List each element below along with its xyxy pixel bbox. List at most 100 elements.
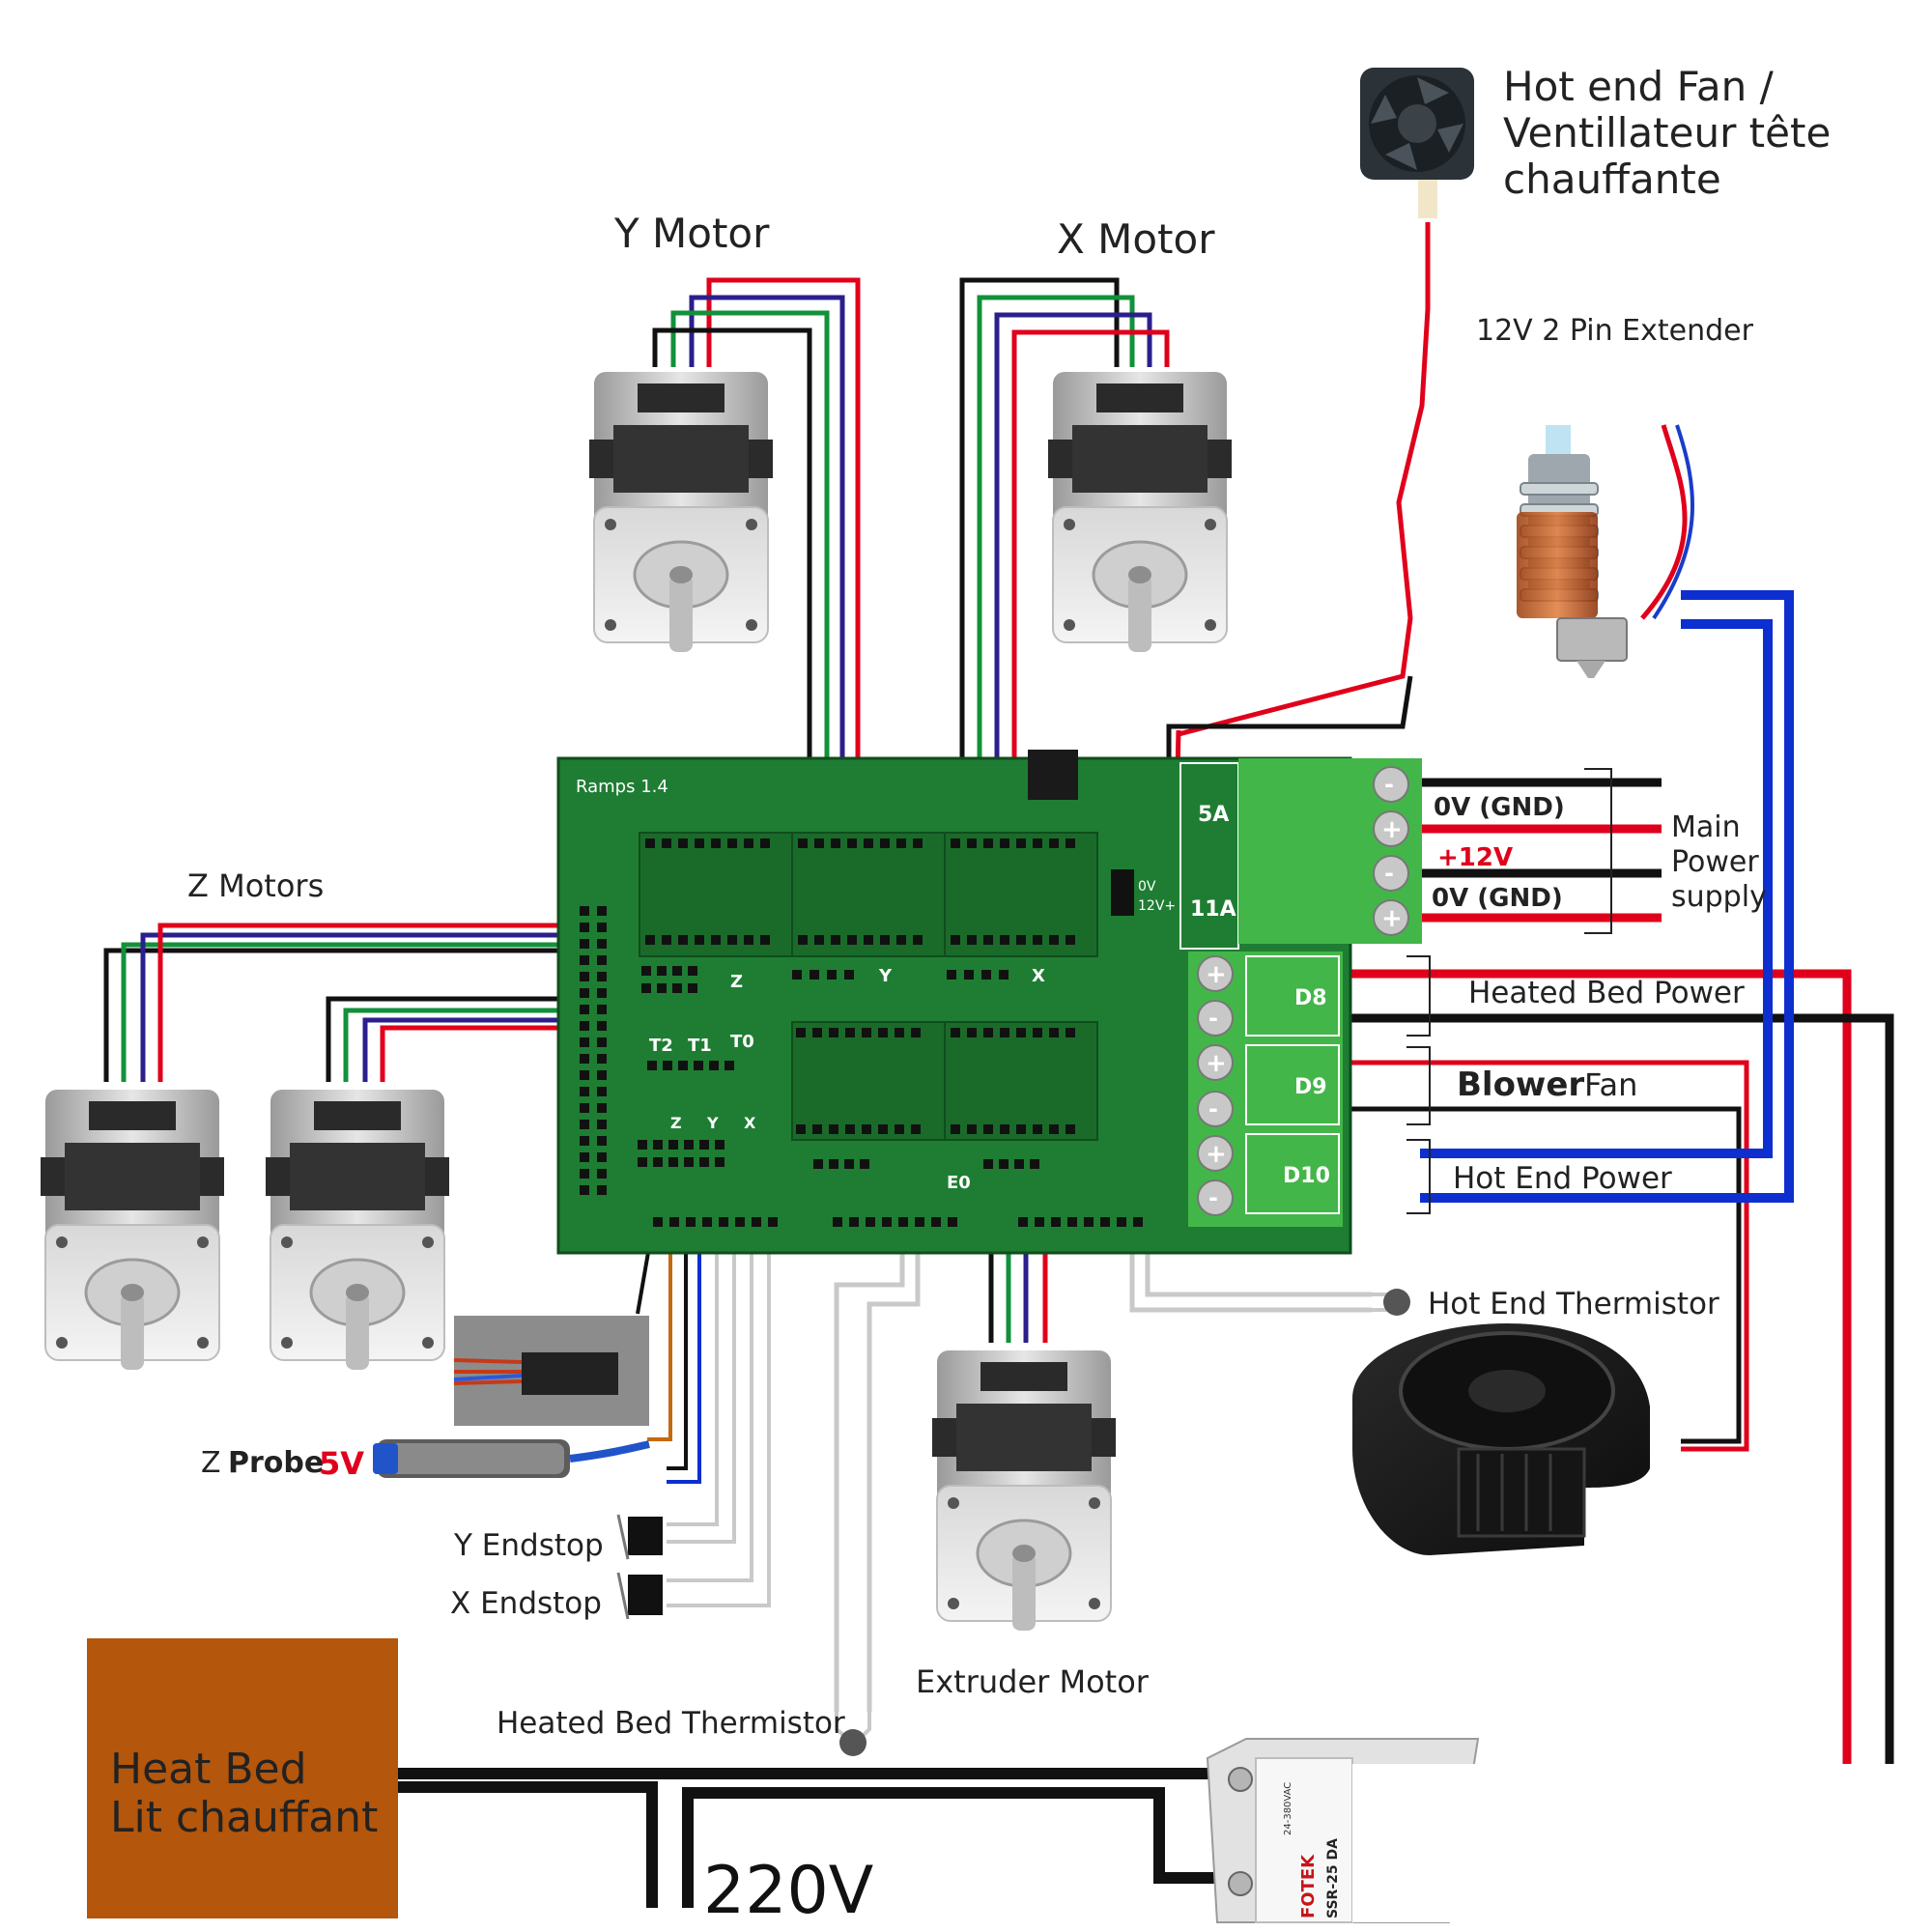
wire-y-green	[670, 310, 830, 985]
aux-header-pin	[597, 923, 607, 932]
fan-header	[1111, 869, 1134, 916]
main-power-label-2: Power	[1671, 845, 1759, 879]
thermistor-pin	[647, 1061, 657, 1070]
z-motor-right	[266, 1088, 449, 1372]
output-screws: + - + - + -	[1197, 955, 1234, 1216]
e0-connector-pin	[1030, 1159, 1039, 1169]
extruder-motor-label: Extruder Motor	[916, 1663, 1150, 1700]
wire-x-red	[1011, 329, 1170, 985]
pin-extender-label: 12V 2 Pin Extender	[1476, 314, 1754, 348]
driver-pin	[864, 935, 873, 945]
bottom-header-pin	[1084, 1217, 1094, 1227]
solid-state-relay: FOTEK SSR-25 DA 24-380VAC	[1206, 1738, 1922, 1923]
blower-label-bold: Blower	[1457, 1065, 1584, 1104]
driver-pin	[967, 1028, 977, 1037]
driver-pin	[951, 1124, 960, 1134]
bottom-header-pin	[752, 1217, 761, 1227]
hotend-fan-label-1: Hot end Fan /	[1503, 63, 1775, 110]
wire-hotend-blue2	[1420, 590, 1794, 1203]
wire-endstop-y2	[667, 1159, 736, 1544]
y-motor	[589, 370, 773, 654]
aux-header-pin	[580, 1120, 589, 1129]
driver-pin	[847, 838, 857, 848]
terminal-minus-2-sign: -	[1384, 860, 1394, 887]
x-connector-pin	[999, 970, 1009, 980]
endstop-pin	[715, 1157, 724, 1167]
conn-z-label: Z	[730, 972, 743, 992]
ssr-model: SSR-25 DA	[1325, 1838, 1341, 1918]
endstop-pin	[668, 1140, 678, 1150]
conn-e0-label: E0	[947, 1173, 971, 1193]
z-connector-pin	[688, 983, 697, 993]
aux-header-pin	[597, 1070, 607, 1080]
x-connector-pin	[964, 970, 974, 980]
bottom-header-pin	[1133, 1217, 1143, 1227]
wire-endstop-x2	[667, 1159, 771, 1607]
driver-pin	[662, 838, 671, 848]
conn-y-label: Y	[878, 966, 893, 986]
driver-pin	[983, 1028, 993, 1037]
driver-pin	[1065, 1124, 1075, 1134]
aux-header-pin	[597, 1054, 607, 1064]
endstop-pin	[699, 1140, 709, 1150]
psu-gnd-bottom: 0V (GND)	[1432, 884, 1563, 913]
driver-pin	[1033, 1124, 1042, 1134]
wire-y-black	[652, 327, 812, 985]
x-motor-label: X Motor	[1057, 215, 1215, 263]
aux-header-pin	[597, 906, 607, 916]
wire-y-red	[706, 277, 861, 985]
aux-header-pin	[580, 923, 589, 932]
driver-pin	[645, 935, 655, 945]
aux-header-pin	[597, 1005, 607, 1014]
d9-plus	[1197, 1044, 1234, 1081]
wire-hotend-blue1	[1420, 619, 1773, 1158]
driver-pin	[896, 838, 906, 848]
main-power-label-1: Main	[1671, 810, 1741, 844]
x-connector-pin	[981, 970, 991, 980]
y-connector-pin	[844, 970, 854, 980]
labels: Y Motor X Motor Z Motors Extruder Motor …	[110, 63, 1831, 1929]
x-motor	[1048, 370, 1232, 654]
driver-pin	[1049, 1028, 1059, 1037]
driver-pin	[845, 1028, 855, 1037]
driver-pin	[695, 935, 704, 945]
aux-header-pin	[597, 1185, 607, 1195]
driver-pin	[967, 1124, 977, 1134]
conn-x-label: X	[1032, 966, 1045, 986]
endstop-pin	[638, 1140, 647, 1150]
terminal-minus-1-sign: -	[1384, 771, 1394, 798]
driver-pin	[880, 935, 890, 945]
board-name: Ramps 1.4	[576, 777, 668, 797]
driver-pin	[1065, 1028, 1075, 1037]
heat-bed-label-2: Lit chauffant	[110, 1793, 378, 1842]
power-jack	[1028, 750, 1078, 800]
aux-header-pin	[580, 1070, 589, 1080]
driver-pin	[727, 838, 737, 848]
driver-pin	[913, 935, 923, 945]
driver-pin	[967, 838, 977, 848]
driver-pin	[862, 1028, 871, 1037]
driver-pin	[744, 838, 753, 848]
endstop-pin	[668, 1157, 678, 1167]
bottom-header-pin	[669, 1217, 679, 1227]
wire-bed-black	[1242, 1013, 1894, 1768]
driver-pin	[678, 838, 688, 848]
z-motor-left	[41, 1088, 224, 1372]
heat-bed-label-1: Heat Bed	[110, 1745, 307, 1794]
ssr-brand: FOTEK	[1298, 1854, 1319, 1918]
driver-pin	[798, 838, 808, 848]
driver-pin	[829, 1028, 838, 1037]
driver-pin	[967, 935, 977, 945]
d8-plus	[1197, 955, 1234, 992]
driver-pin	[864, 838, 873, 848]
extruder-motor	[932, 1349, 1116, 1633]
d10-plus	[1197, 1135, 1234, 1172]
aux-header-pin	[580, 1037, 589, 1047]
servo-pin	[860, 1159, 869, 1169]
fuse-11a-label: 11A	[1190, 897, 1236, 922]
aux-header-pin	[597, 1169, 607, 1179]
hot-end-power-label: Hot End Power	[1453, 1161, 1672, 1196]
z-probe-label-probe: Probe	[228, 1446, 324, 1480]
driver-pin	[829, 1124, 838, 1134]
z-motors-label: Z Motors	[187, 867, 324, 904]
